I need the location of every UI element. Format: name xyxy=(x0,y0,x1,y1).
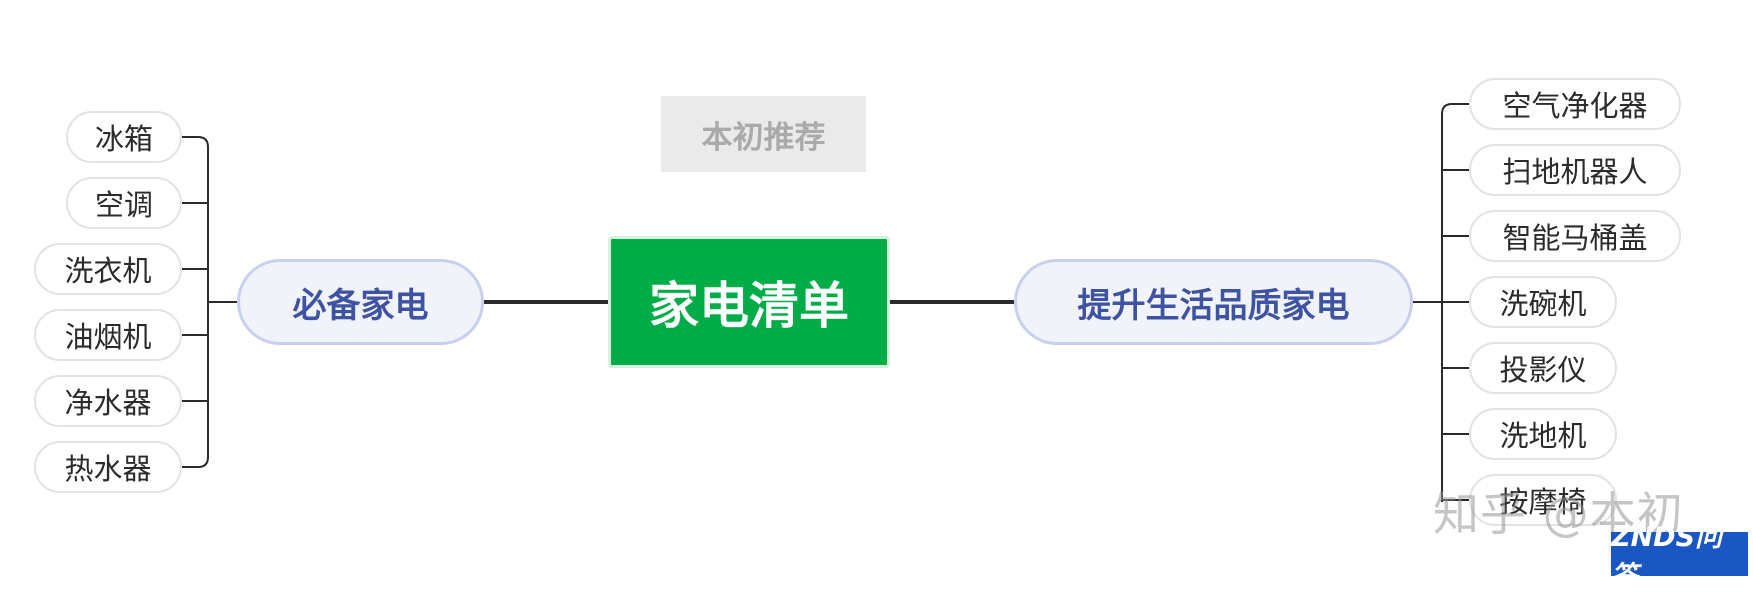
leaf-dishwasher[interactable]: 洗碗机 xyxy=(1469,276,1617,328)
leaf-smart-toilet-seat[interactable]: 智能马桶盖 xyxy=(1469,210,1681,262)
znds-logo: ZNDS问答 xyxy=(1611,522,1748,592)
leaf-robot-vacuum[interactable]: 扫地机器人 xyxy=(1469,144,1681,196)
leaf-washing-machine[interactable]: 洗衣机 xyxy=(34,243,182,295)
left-ticks xyxy=(182,202,208,402)
branch-essential-appliances[interactable]: 必备家电 xyxy=(237,259,484,345)
right-bracket xyxy=(1441,103,1469,502)
leaf-massage-chair[interactable]: 按摩椅 xyxy=(1469,474,1617,526)
branch-lifestyle-appliances[interactable]: 提升生活品质家电 xyxy=(1014,259,1413,345)
leaf-water-heater[interactable]: 热水器 xyxy=(34,441,182,493)
leaf-water-purifier[interactable]: 净水器 xyxy=(34,375,182,427)
leaf-projector[interactable]: 投影仪 xyxy=(1469,342,1617,394)
recommend-badge: 本初推荐 xyxy=(661,96,866,172)
leaf-air-conditioner[interactable]: 空调 xyxy=(66,177,182,229)
root-node[interactable]: 家电清单 xyxy=(608,236,890,368)
leaf-floor-washer[interactable]: 洗地机 xyxy=(1469,408,1617,460)
leaf-fridge[interactable]: 冰箱 xyxy=(66,111,182,163)
right-ticks xyxy=(1442,169,1469,501)
leaf-air-purifier[interactable]: 空气净化器 xyxy=(1469,78,1681,130)
left-bracket xyxy=(182,136,209,468)
leaf-range-hood[interactable]: 油烟机 xyxy=(34,309,182,361)
